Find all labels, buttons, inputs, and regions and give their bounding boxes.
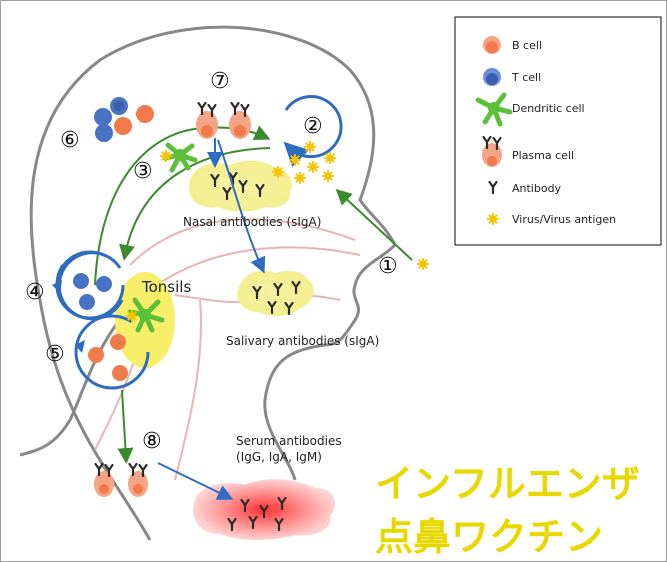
legend: B cell T cell Dendritic cell Plasma cell… — [454, 16, 662, 246]
salivary-antibodies-label: Salivary antibodies (sIgA) — [226, 334, 379, 348]
legend-plasma-cell-icon — [482, 135, 502, 167]
step-7: ⑦ — [210, 69, 230, 94]
legend-b-cell-label: B cell — [512, 39, 542, 52]
step-4: ④ — [25, 280, 45, 305]
arrow-plasma-to-salivary — [217, 139, 266, 274]
serum-antibodies-label-1: Serum antibodies — [236, 434, 342, 448]
cycle-arrow-2 — [283, 95, 343, 168]
cycle-arrowhead-4 — [52, 280, 62, 293]
legend-dendritic-cell-icon — [475, 92, 513, 127]
nasal-tract-lower — [149, 246, 361, 291]
title-line-2: 点鼻ワクチン — [375, 515, 603, 559]
arrow-dendritic-to-tonsil — [119, 147, 271, 261]
t-cells-4 — [73, 273, 112, 310]
plasma-cells-8 — [94, 462, 148, 497]
cell-group-6 — [94, 97, 154, 142]
serum-antibodies-label-2: (IgG, IgA, IgM) — [236, 450, 322, 464]
arrow-tonsil-to-blood — [117, 389, 134, 464]
nasal-antibody-cloud — [189, 160, 292, 212]
back-of-neck-outline — [19, 319, 122, 457]
nasal-tract-upper — [129, 218, 356, 266]
dendritic-cell-3 — [159, 142, 198, 173]
cycle-arrowhead-5 — [75, 340, 85, 353]
step-2: ② — [303, 114, 323, 139]
legend-t-cell-label: T cell — [511, 71, 541, 84]
tonsils-label: Tonsils — [141, 278, 191, 296]
step-8: ⑧ — [142, 429, 162, 454]
arrow-virus-entry — [335, 188, 413, 261]
legend-plasma-cell-label: Plasma cell — [512, 149, 574, 162]
legend-dendritic-cell-label: Dendritic cell — [512, 102, 585, 115]
plasma-cells-7 — [196, 101, 251, 139]
step-1: ① — [378, 254, 398, 279]
nasal-antibodies-label: Nasal antibodies (sIgA) — [183, 215, 321, 229]
head-outline — [29, 25, 397, 541]
cycle-circle-5 — [74, 314, 150, 390]
incoming-virus — [416, 257, 430, 271]
dendritic-cell-tonsil — [125, 297, 165, 333]
title-line-1: インフルエンザ — [375, 462, 640, 506]
step-3: ③ — [133, 159, 153, 184]
salivary-antibody-cloud — [237, 270, 314, 317]
arrow-plasma-to-serum — [157, 462, 234, 500]
legend-b-cell-icon — [483, 36, 501, 54]
step-6: ⑥ — [60, 128, 80, 153]
b-cells-5 — [88, 334, 128, 381]
pharynx-front — [174, 299, 202, 481]
legend-t-cell-icon — [483, 68, 501, 86]
legend-antibody-label: Antibody — [512, 182, 562, 195]
legend-virus-label: Virus/Virus antigen — [512, 213, 616, 226]
step-5: ⑤ — [45, 342, 65, 367]
